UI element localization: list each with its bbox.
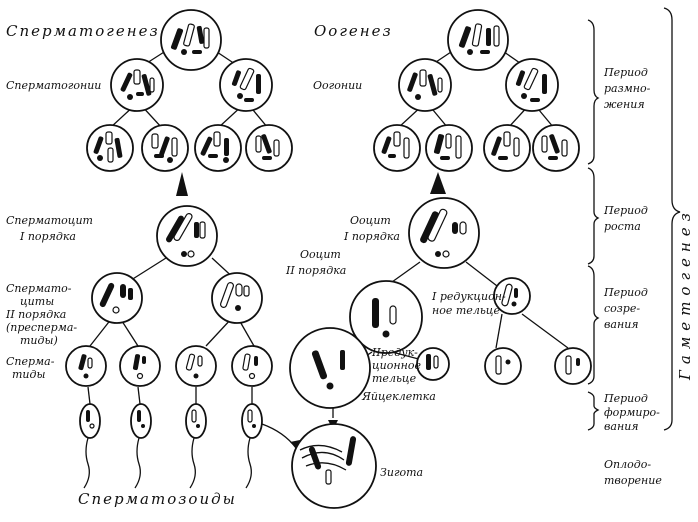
- label-spermatocyte1-l1: Сперматоцит: [6, 214, 93, 227]
- period-formation-l1: Период: [603, 392, 648, 405]
- polar-body-1: [493, 277, 531, 315]
- growth-arrow-sperm: [176, 172, 188, 196]
- label-spermatozoa: Сперматозоиды: [78, 490, 237, 508]
- oogonium-top: [447, 9, 509, 71]
- label-polar2-l2: ционное: [372, 359, 421, 372]
- spermatocyte-2b: [211, 272, 263, 324]
- oogonium-3a: [373, 124, 421, 172]
- fertilization-arrow-path: [261, 423, 297, 449]
- label-spermatocytes2-l3: II порядка: [5, 308, 66, 321]
- oocyte-2: [349, 280, 423, 354]
- spermatocyte-2a: [91, 272, 143, 324]
- gametogenesis-label: Гаметогенез: [676, 207, 694, 381]
- label-spermatocytes2-l5: тиды): [20, 334, 58, 347]
- oocyte-1: [408, 197, 480, 269]
- fertilization-arrow-head: [290, 440, 300, 448]
- oogonium-3d: [532, 124, 580, 172]
- polar-body-2: [416, 347, 450, 381]
- label-oocyte2-l1: Ооцит: [300, 248, 341, 261]
- spermatogonium-top: [160, 9, 222, 71]
- spermatid-1: [65, 345, 107, 387]
- spermatogonium-right: [219, 58, 273, 112]
- spermatid-3: [175, 345, 217, 387]
- oogenesis-title: Оогенез: [314, 22, 393, 40]
- oogonium-3c: [483, 124, 531, 172]
- polar-body-1-div-a: [484, 347, 522, 385]
- spermatogonium-3c: [194, 124, 242, 172]
- period-maturation-l1: Период: [603, 286, 648, 299]
- label-oogonia: Оогонии: [313, 79, 362, 92]
- polar-body-1-div-b: [554, 347, 592, 385]
- fertilization-l1: Оплодо-: [604, 458, 651, 471]
- period-formation-l3: вания: [604, 420, 639, 433]
- label-oocyte2-l2: II порядка: [285, 264, 346, 277]
- label-spermatids-l2: тиды: [12, 368, 45, 381]
- label-polar2-l3: тельце: [372, 372, 417, 385]
- label-spermatids-l1: Сперма-: [6, 355, 55, 368]
- spermatid-2: [119, 345, 161, 387]
- oogonium-3b: [425, 124, 473, 172]
- spermatogonium-3b: [141, 124, 189, 172]
- period-maturation-l2: созре-: [604, 302, 640, 315]
- label-polar1-l2: ное тельце: [432, 304, 500, 317]
- spermatogonium-3d: [245, 124, 293, 172]
- label-egg: Яйцеклетка: [361, 390, 436, 403]
- spermatogonium-3a: [86, 124, 134, 172]
- period-maturation-l3: вания: [604, 318, 639, 331]
- period-reproduction-l3: жения: [604, 98, 645, 111]
- label-oocyte1-l1: Ооцит: [350, 214, 391, 227]
- spermatid-4: [231, 345, 273, 387]
- spermatozoa: [79, 403, 263, 489]
- label-spermatocytes2-l1: Сперматo-: [6, 282, 72, 295]
- label-oocyte1-l2: I порядка: [343, 230, 400, 243]
- zygote: [291, 423, 377, 509]
- label-spermatocytes2-l4: (пресперма-: [6, 321, 77, 334]
- label-zygote: Зигота: [380, 466, 423, 479]
- egg-cell: [289, 327, 371, 409]
- period-formation-l2: формиро-: [604, 406, 660, 419]
- period-reproduction-l2: размно-: [604, 82, 651, 95]
- spermatogenesis-title: Сперматогенез: [6, 22, 160, 40]
- fertilization-l2: творение: [604, 474, 662, 487]
- period-reproduction-l1: Период: [603, 66, 648, 79]
- label-spermatocyte1-l2: I порядка: [19, 230, 76, 243]
- oogonium-left: [398, 58, 452, 112]
- oogonium-right: [505, 58, 559, 112]
- label-polar1-l1: I редукцион-: [431, 290, 506, 303]
- spermatogonium-left: [110, 58, 164, 112]
- label-polar2-l1: IIредук-: [371, 346, 418, 359]
- growth-arrow-oo: [430, 172, 446, 194]
- label-spermatocytes2-l2: циты: [20, 295, 54, 308]
- period-brackets: [587, 7, 681, 431]
- period-growth-l1b: роста: [604, 220, 641, 233]
- label-spermatogonia: Сперматогонии: [6, 79, 101, 92]
- period-growth-l1: Период: [603, 204, 648, 217]
- spermatocyte-1: [156, 205, 218, 267]
